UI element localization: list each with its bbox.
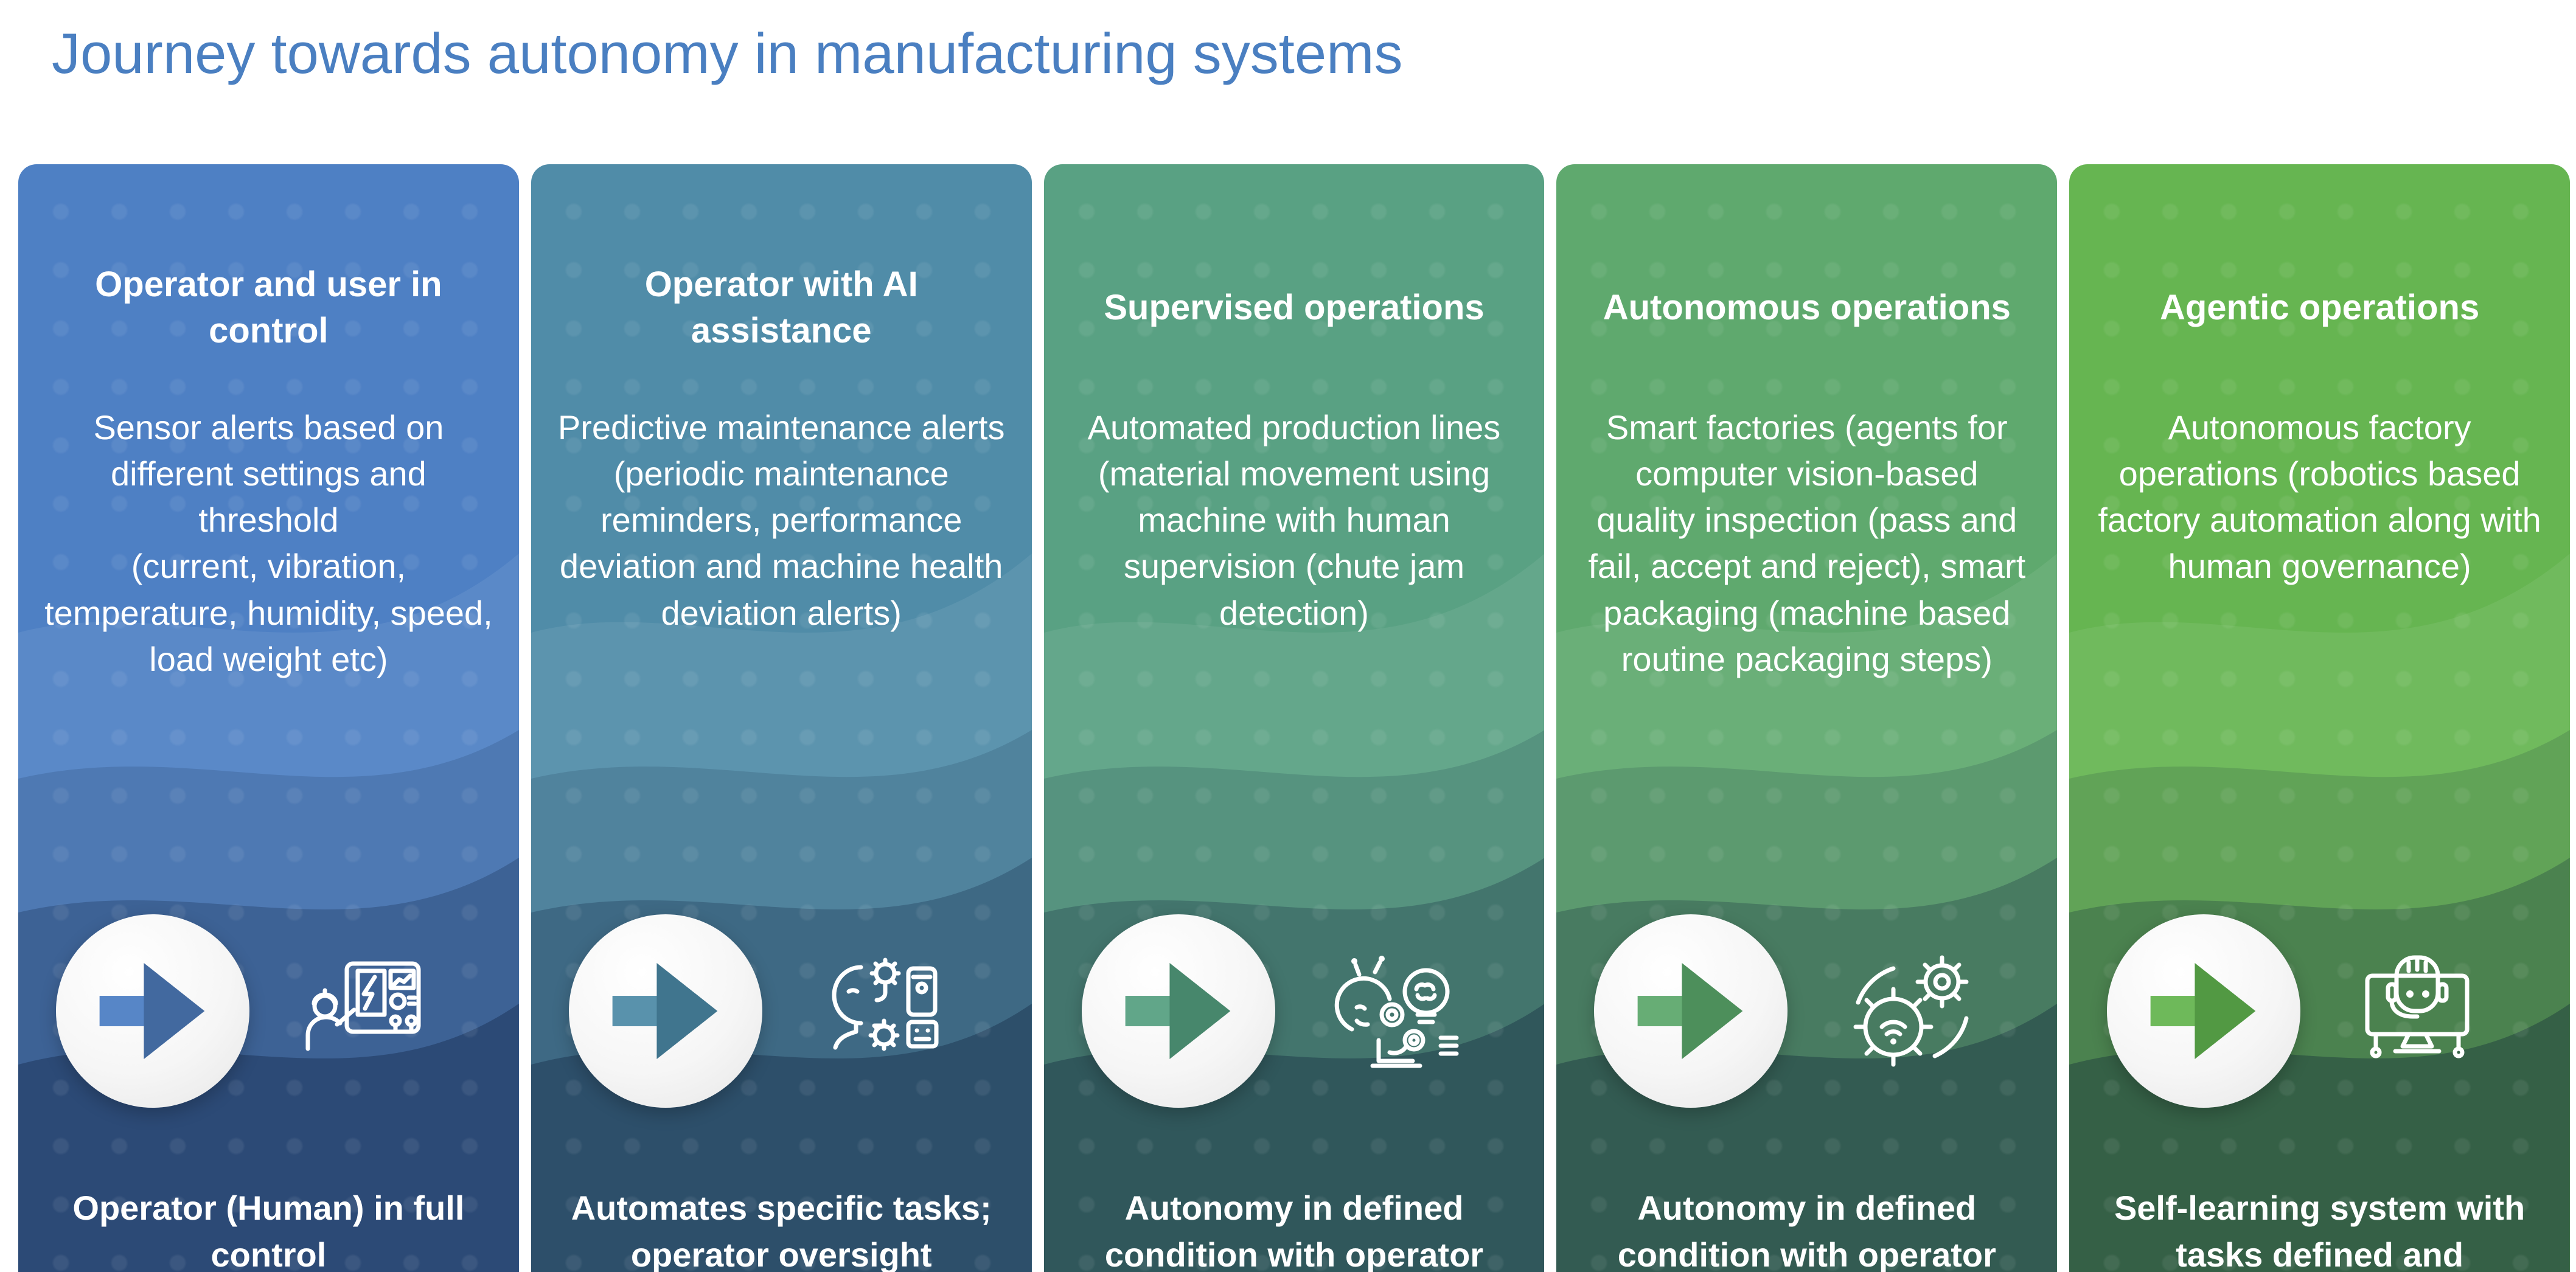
stage-card-supervised-operations: Supervised operations Automated producti… [1043,164,1545,1272]
stage-title: Autonomous operations [1603,287,2011,327]
stage-summary: Autonomy in defined condition with opera… [1104,1189,1484,1272]
robot-monitor-icon [2350,947,2484,1080]
circle-arrow-right-icon [568,914,762,1108]
stage-description: Smart factories (agents for computer vis… [1588,408,2026,678]
stage-title: Operator and user in control [95,265,442,350]
stage-card-operator-and-user-in-control: Operator and user in control Sensor aler… [18,164,519,1272]
stage-columns: Operator and user in control Sensor aler… [18,164,2570,1272]
circle-arrow-right-icon [1594,914,1788,1108]
stage-description: Predictive maintenance alerts (periodic … [557,408,1005,632]
circle-arrow-right-icon [56,914,249,1108]
stage-title: Supervised operations [1104,287,1485,327]
stage-summary: Self-learning system with tasks defined … [2114,1189,2526,1272]
stage-card-agentic-operations: Agentic operations Autonomous factory op… [2069,164,2570,1272]
page-title: Journey towards autonomy in manufacturin… [52,21,1403,85]
stage-description: Autonomous factory operations (robotics … [2098,408,2541,586]
stage-card-operator-with-ai-assistance: Operator with AI assistance Predictive m… [531,164,1032,1272]
human-ai-collaboration-icon [812,947,946,1080]
stage-summary: Autonomy in defined condition with opera… [1617,1189,1996,1272]
stage-description: Sensor alerts based on different setting… [44,408,493,678]
stage-summary: Operator (Human) in full control [72,1189,465,1272]
stage-description: Automated production lines (material mov… [1087,408,1501,632]
stage-title: Operator with AI assistance [644,265,918,350]
ai-assistant-lightbulb-icon [1325,947,1459,1080]
circle-arrow-right-icon [1081,914,1275,1108]
stage-card-autonomous-operations: Autonomous operations Smart factories (a… [1556,164,2058,1272]
operator-control-panel-icon [299,947,433,1080]
stage-title: Agentic operations [2159,287,2480,327]
circle-arrow-right-icon [2107,914,2301,1108]
stage-summary: Automates specific tasks; operator overs… [571,1189,992,1272]
smart-gears-wifi-icon [1837,947,1971,1080]
